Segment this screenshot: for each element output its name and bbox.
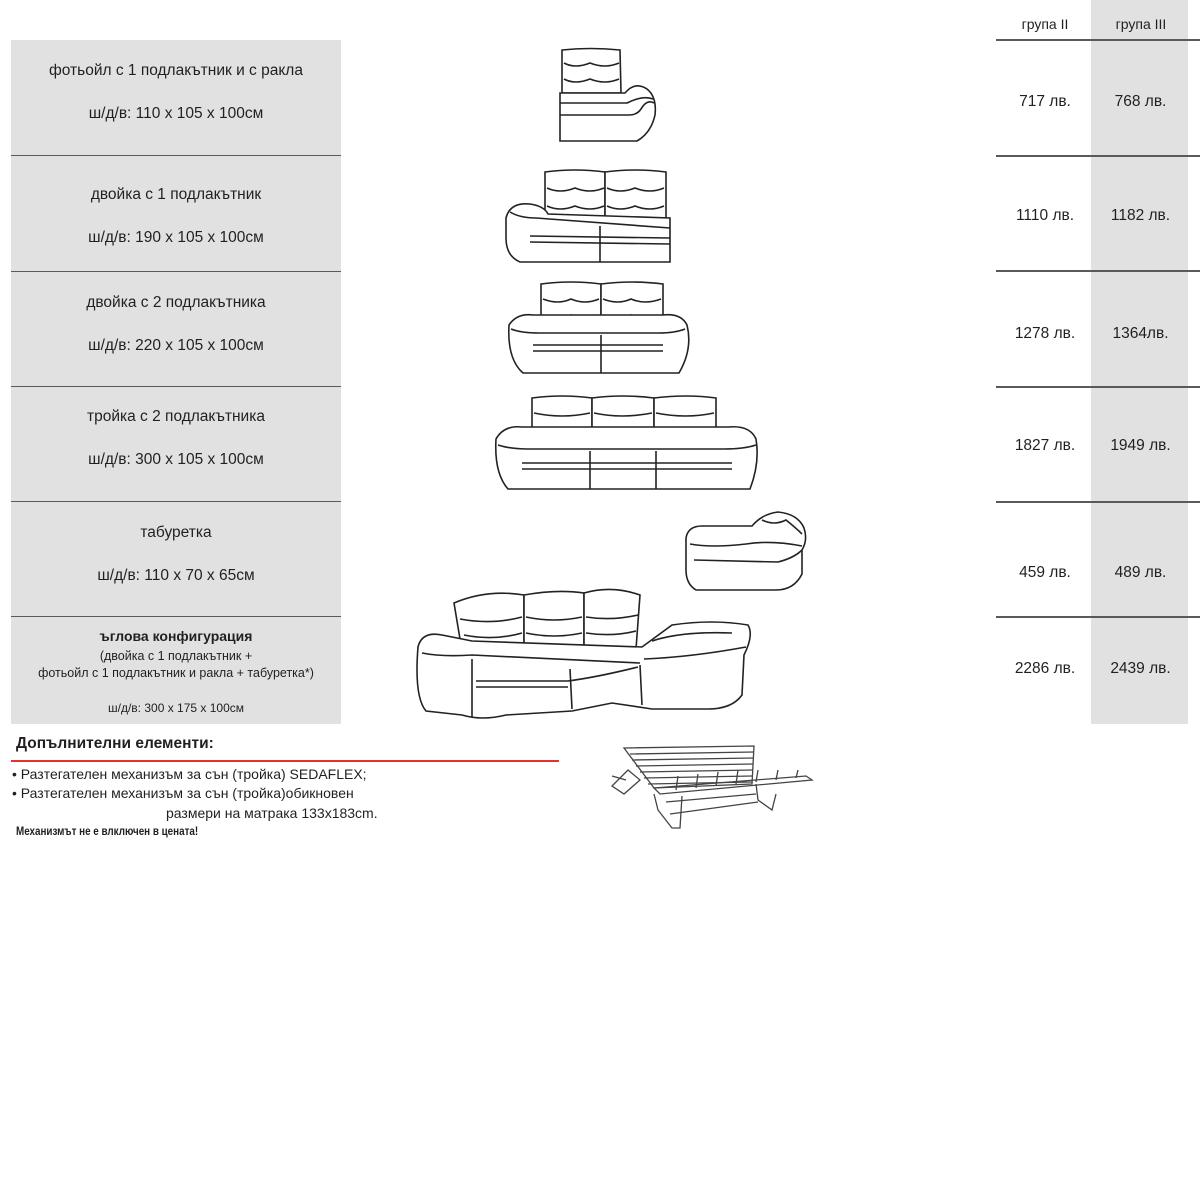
row-divider [11, 386, 341, 387]
price-divider [996, 616, 1200, 618]
row-ottoman: табуретка ш/д/в: 110 х 70 х 65см [11, 502, 341, 616]
row-name: двойка с 1 подлакътник [90, 186, 262, 203]
price-group2: 459 лв. [1019, 564, 1071, 581]
two-seater-one-armrest-icon [500, 166, 675, 266]
row-dims: ш/д/в: 300 х 175 х 100см [108, 701, 244, 715]
armchair-with-storage-icon [555, 45, 665, 145]
red-divider [11, 760, 559, 762]
row-name: двойка с 2 подлакътника [86, 294, 266, 311]
ottoman-icon [682, 510, 812, 595]
group3-column-shade [1091, 0, 1188, 724]
row-dims: ш/д/в: 300 х 105 х 100см [88, 451, 264, 468]
price-divider [996, 155, 1200, 157]
group3-header: група III [1115, 16, 1167, 32]
price-group2: 1278 лв. [1014, 325, 1076, 342]
row-name: ъглова конфигурация [99, 628, 253, 644]
row-name: табуретка [140, 524, 212, 541]
price-note: Механизмът не е влключен в цената! [16, 824, 199, 838]
two-seater-two-armrests-icon [503, 279, 693, 379]
row-divider [11, 155, 341, 156]
group2-header: група II [1021, 16, 1069, 32]
row-corner-configuration: ъглова конфигурация (двойка с 1 подлакът… [11, 617, 341, 724]
row-divider [11, 501, 341, 502]
price-group3: 1364лв. [1112, 325, 1169, 342]
row-dims: ш/д/в: 190 х 105 х 100см [88, 229, 264, 246]
price-group2: 717 лв. [1019, 93, 1071, 110]
row-dims: ш/д/в: 220 х 105 х 100см [88, 337, 264, 354]
price-group3: 768 лв. [1114, 93, 1167, 110]
price-divider [996, 501, 1200, 503]
price-group3: 489 лв. [1114, 564, 1167, 581]
row-subtitle: фотьойл с 1 подлакътник и ракла + табуре… [38, 666, 314, 680]
header-divider [996, 39, 1200, 41]
row-name: фотьойл с 1 подлакътник и с ракла [49, 62, 303, 79]
row-two-seater-one-arm: двойка с 1 подлакътник ш/д/в: 190 х 105 … [11, 156, 341, 271]
row-divider [11, 271, 341, 272]
row-two-seater-two-arms: двойка с 2 подлакътника ш/д/в: 220 х 105… [11, 272, 341, 386]
price-divider [996, 270, 1200, 272]
row-name: тройка с 2 подлакътника [87, 408, 265, 425]
price-group3: 1949 лв. [1110, 437, 1171, 454]
price-group2: 1110 лв. [1015, 207, 1075, 224]
extras-item: • Разтегателен механизъм за сън (тройка)… [12, 766, 367, 782]
corner-sofa-icon [412, 585, 757, 725]
price-group2: 2286 лв. [1014, 660, 1076, 677]
row-divider [11, 616, 341, 617]
price-group2: 1827 лв. [1014, 437, 1076, 454]
row-armchair: фотьойл с 1 подлакътник и с ракла ш/д/в:… [11, 40, 341, 155]
price-divider [996, 386, 1200, 388]
extras-item: размери на матрака 133x183cm. [166, 805, 378, 821]
row-subtitle: (двойка с 1 подлакътник + [99, 649, 253, 663]
row-dims: ш/д/в: 110 х 105 х 100см [88, 105, 264, 122]
price-group3: 2439 лв. [1110, 660, 1171, 677]
row-dims: ш/д/в: 110 х 70 х 65см [97, 567, 255, 584]
three-seater-icon [492, 393, 762, 493]
extras-item: • Разтегателен механизъм за сън (тройка)… [12, 785, 354, 801]
extras-title: Допълнителни елементи: [16, 735, 214, 752]
sleeping-mechanism-icon [606, 740, 816, 835]
row-three-seater: тройка с 2 подлакътника ш/д/в: 300 х 105… [11, 387, 341, 501]
price-group3: 1182 лв. [1110, 207, 1171, 224]
